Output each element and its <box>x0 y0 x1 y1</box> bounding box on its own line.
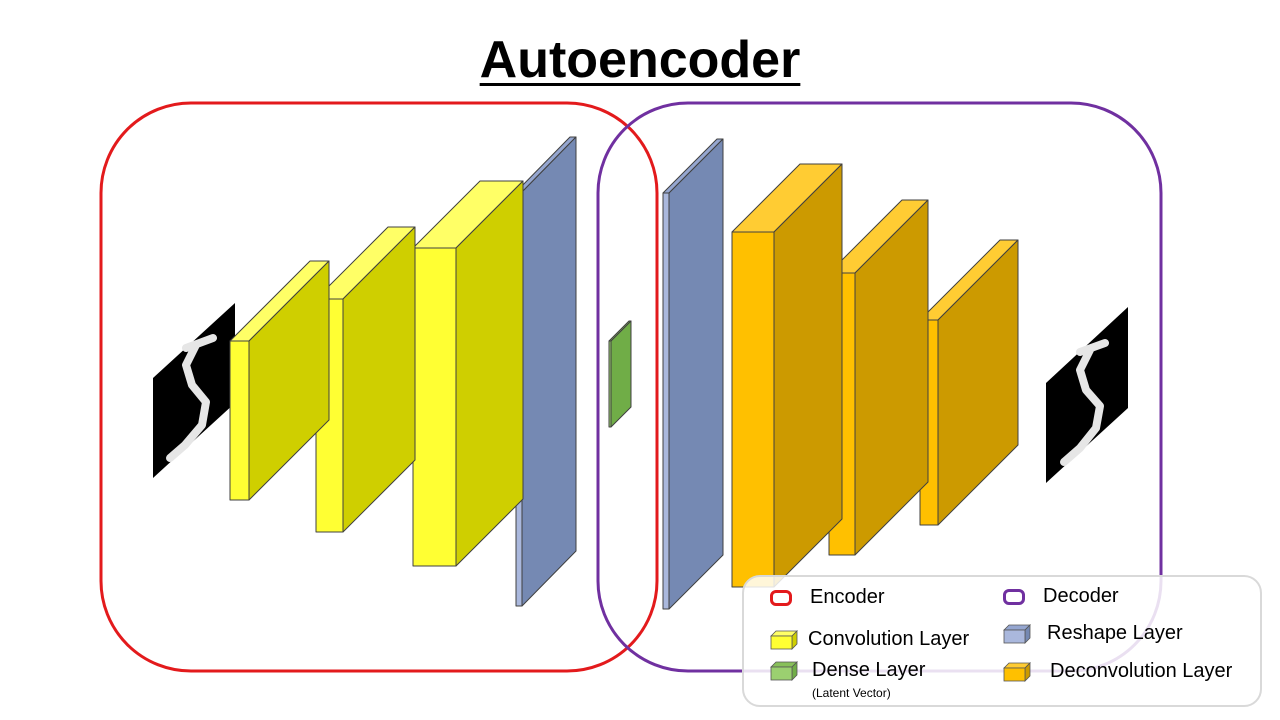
convolution-layer-1 <box>229 260 330 501</box>
deconvolution-layer-3 <box>919 239 1019 526</box>
legend-convolution: Convolution Layer <box>770 628 969 651</box>
legend-reshape-label: Reshape Layer <box>1047 622 1183 644</box>
legend-dense: Dense Layer <box>770 659 925 682</box>
deconvolution-layer-1-front-face <box>731 231 775 588</box>
encoder-group-outline <box>99 101 659 673</box>
dense-layer-latent-vector-front-face <box>608 340 612 428</box>
decoder-swatch <box>1003 588 1025 605</box>
reshape-layer-encoder <box>515 136 577 607</box>
output-digit-image <box>1046 307 1128 483</box>
legend-encoder: Encoder <box>770 586 885 609</box>
convolution-swatch <box>770 629 798 650</box>
reshape-layer-decoder-front-face <box>662 192 670 610</box>
legend: Encoder Decoder Convolution Layer Reshap… <box>742 575 1262 707</box>
deconvolution-layer-1-side-face <box>773 163 843 588</box>
legend-reshape: Reshape Layer <box>1003 622 1183 645</box>
convolution-layer-1-front-face <box>229 340 250 501</box>
reshape-layer-decoder-side-face <box>668 138 724 610</box>
convolution-layer-3 <box>412 180 524 567</box>
legend-decoder: Decoder <box>1003 585 1119 608</box>
deconvolution-layer-3-side-face <box>937 239 1019 526</box>
legend-decoder-label: Decoder <box>1043 585 1119 607</box>
convolution-layer-2 <box>315 226 416 533</box>
encoder-swatch <box>770 589 792 606</box>
dense-layer-latent-vector <box>608 320 632 428</box>
reshape-layer-encoder-side-face <box>521 136 577 607</box>
convolution-layer-3-side-face <box>455 180 524 567</box>
legend-deconvolution-label: Deconvolution Layer <box>1050 660 1233 682</box>
legend-deconvolution: Deconvolution Layer <box>1003 660 1232 683</box>
reshape-layer-decoder <box>662 138 724 610</box>
convolution-layer-3-front-face <box>412 247 457 567</box>
dense-swatch <box>770 660 798 681</box>
legend-dense-label: Dense Layer <box>812 659 926 681</box>
reshape-swatch <box>1003 623 1031 644</box>
legend-dense-note: (Latent Vector) <box>812 686 891 700</box>
diagram-title: Autoencoder <box>479 31 801 89</box>
deconvolution-layer-1 <box>731 163 843 588</box>
deconvolution-swatch <box>1003 661 1031 682</box>
legend-encoder-label: Encoder <box>810 586 885 608</box>
legend-convolution-label: Convolution Layer <box>808 628 970 650</box>
deconvolution-layer-2 <box>828 199 929 556</box>
input-digit-image <box>153 303 235 478</box>
